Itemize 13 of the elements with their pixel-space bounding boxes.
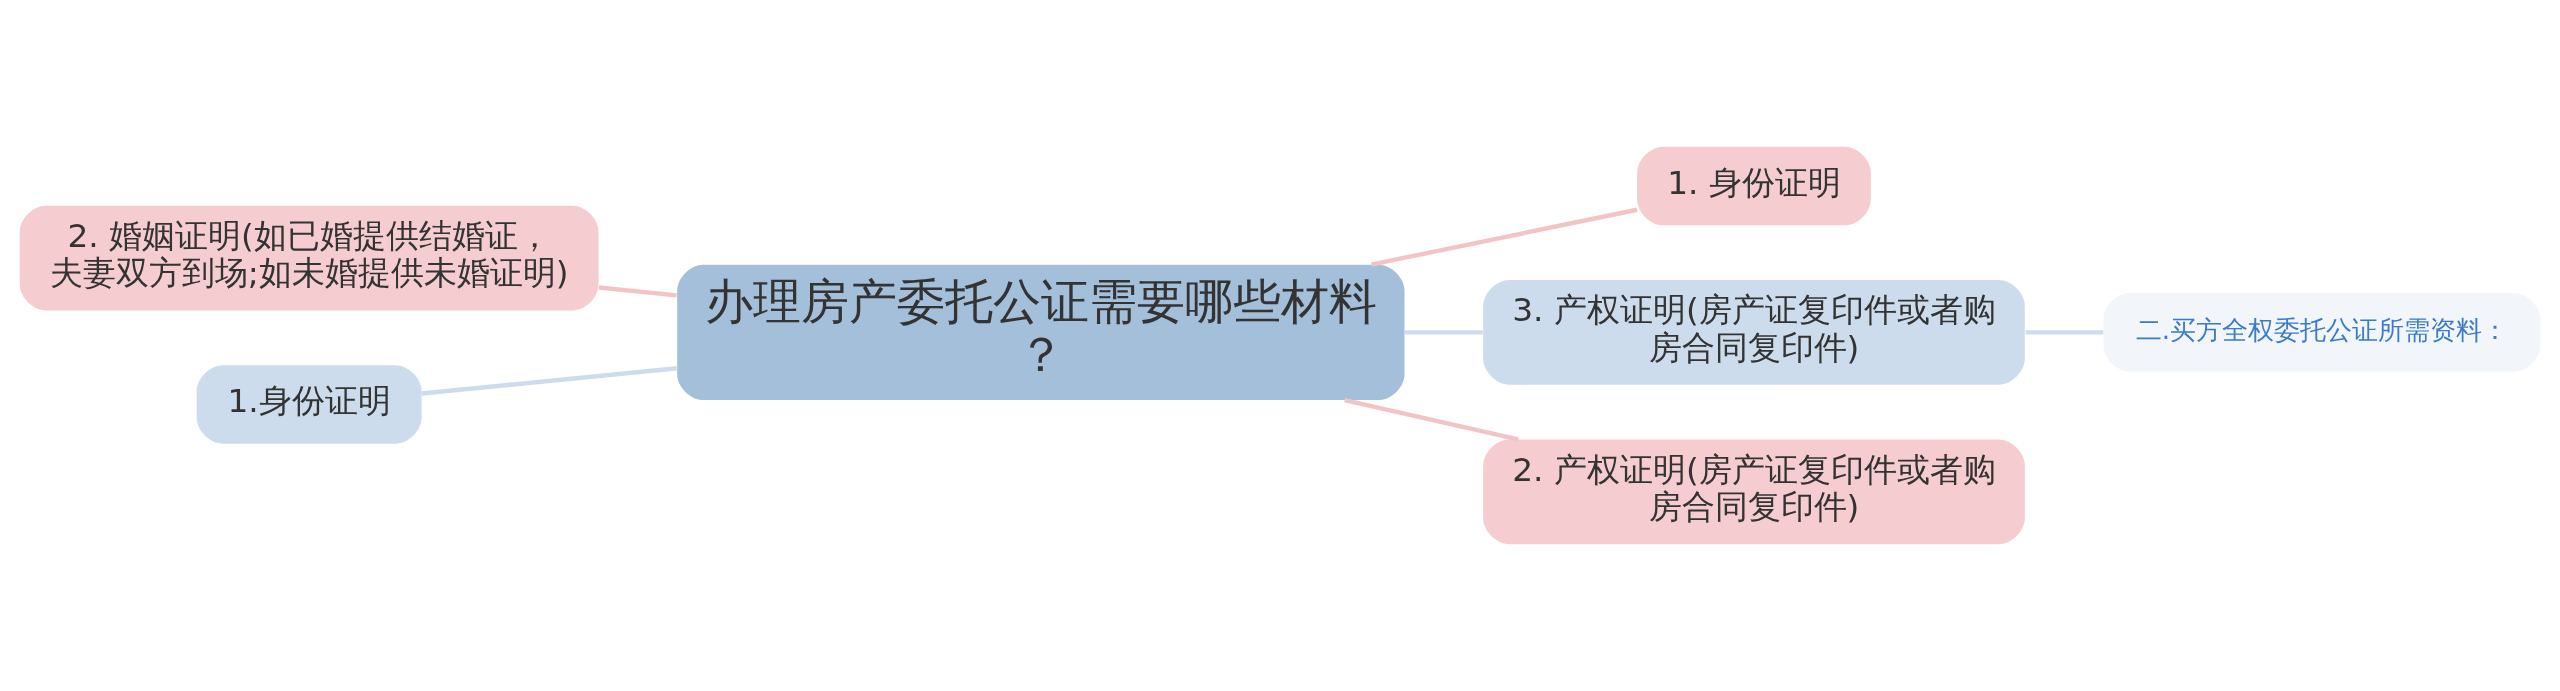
node-box: 2. 产权证明(房产证复印件或者购房合同复印件): [1483, 439, 2025, 545]
connector: [421, 366, 677, 396]
connector: [1344, 398, 1519, 442]
node-box: 3. 产权证明(房产证复印件或者购房合同复印件): [1483, 279, 2025, 385]
connector: [598, 285, 677, 298]
connector: [2025, 330, 2104, 335]
node-box: 办理房产委托公证需要哪些材料？: [677, 264, 1405, 401]
node-box: 1. 身份证明: [1637, 146, 1871, 226]
node-box: 二.买方全权委托公证所需资料：: [2103, 293, 2541, 372]
node-box: 1.身份证明: [196, 365, 422, 444]
node-box: 2. 婚姻证明(如已婚提供结婚证，夫妻双方到场;如未婚提供未婚证明): [19, 205, 599, 311]
connector: [1371, 207, 1638, 267]
connector: [1404, 330, 1483, 335]
